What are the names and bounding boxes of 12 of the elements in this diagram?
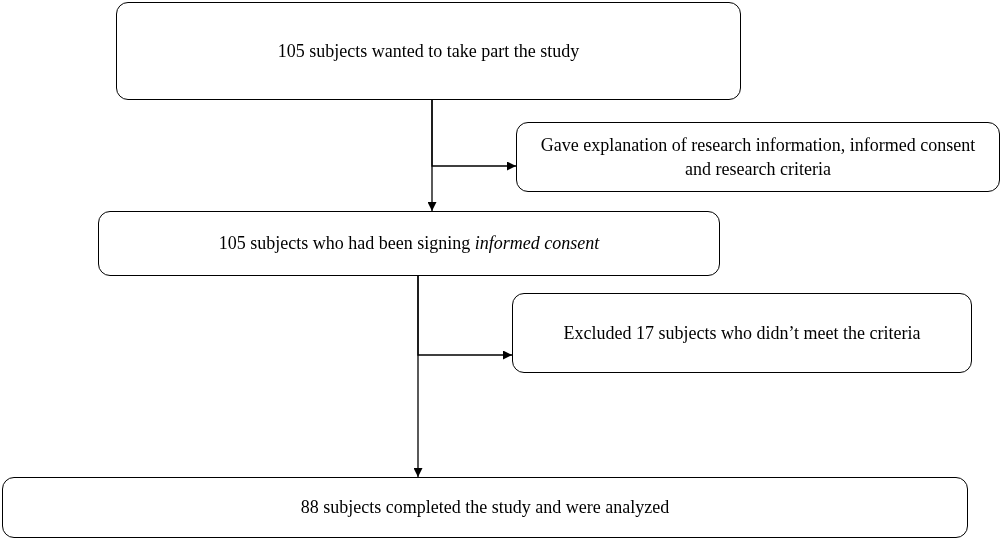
box-text: Excluded 17 subjects who didn’t meet the criteria	[563, 321, 921, 345]
process-box	[116, 2, 741, 100]
box-text: 105 subjects who had been signing informed consent	[218, 232, 600, 256]
arrow	[417, 275, 513, 360]
box-text: 88 subjects completed the study and were analyzed	[300, 496, 670, 520]
arrow	[431, 99, 517, 171]
box-text: 105 subjects wanted to take part the study	[277, 39, 580, 63]
process-box	[2, 477, 968, 538]
process-box	[516, 122, 1000, 192]
box-text: Gave explanation of research information, informed consent and research criteria	[539, 133, 977, 181]
process-box	[98, 211, 720, 276]
process-box	[512, 293, 972, 373]
